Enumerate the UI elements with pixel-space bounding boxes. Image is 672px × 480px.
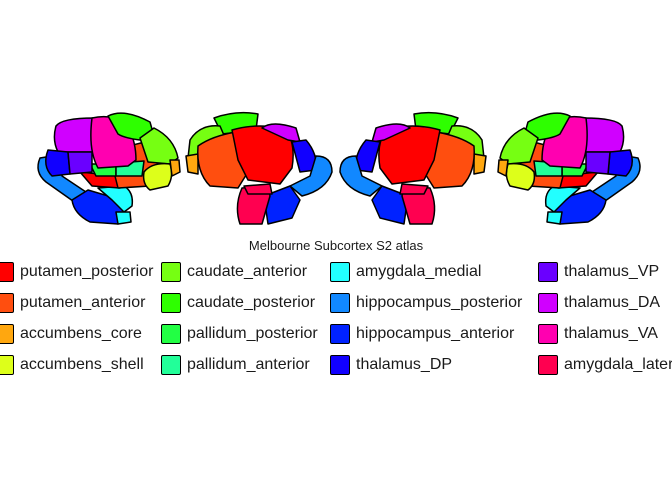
legend-label: pallidum_anterior [187, 356, 310, 373]
legend-swatch [330, 262, 350, 282]
view-left-medial [185, 111, 333, 225]
legend-swatch [161, 355, 181, 375]
legend-item-thalamus-VP: thalamus_VP [538, 260, 659, 284]
left-lateral-thalamus-DP-region [45, 149, 71, 177]
right-medial-amygdala-lateral-region [401, 185, 436, 225]
legend-item-accumbens-shell: accumbens_shell [0, 353, 144, 377]
legend-item-hippocampus-anterior: hippocampus_anterior [330, 322, 514, 346]
right-medial-accumbens-core-region [473, 153, 487, 175]
legend-label: thalamus_VP [564, 263, 660, 280]
left-medial-hippocampus-posterior-region [289, 155, 333, 197]
legend-swatch [0, 293, 14, 313]
right-lateral-accumbens-shell-region [505, 162, 536, 191]
legend-label: thalamus_DA [564, 294, 661, 311]
legend-item-thalamus-DP: thalamus_DP [330, 353, 452, 377]
left-lateral-accumbens-core-region [169, 159, 181, 177]
left-medial-amygdala-lateral-region [243, 183, 273, 195]
view-right-lateral [497, 112, 641, 225]
view-right-medial [339, 111, 487, 225]
legend-label: putamen_anterior [20, 294, 146, 311]
right-lateral-thalamus-VP-region [585, 151, 611, 175]
legend-item-pallidum-anterior: pallidum_anterior [161, 353, 310, 377]
legend-swatch [330, 324, 350, 344]
legend-swatch [161, 262, 181, 282]
legend-swatch [538, 324, 558, 344]
legend-item-amygdala-lateral: amygdala_lateral [538, 353, 672, 377]
legend-item-putamen-posterior: putamen_posterior [0, 260, 153, 284]
right-lateral-accumbens-core-region [497, 159, 509, 177]
right-medial-thalamus-DA-region [371, 123, 411, 143]
left-medial-amygdala-lateral-region [236, 185, 271, 225]
legend-item-hippocampus-posterior: hippocampus_posterior [330, 291, 522, 315]
legend-label: accumbens_shell [20, 356, 144, 373]
legend-swatch [161, 293, 181, 313]
legend-swatch [0, 324, 14, 344]
right-lateral-amygdala-medial-region [546, 211, 563, 225]
legend-swatch [0, 355, 14, 375]
legend-item-caudate-posterior: caudate_posterior [161, 291, 315, 315]
left-lateral-accumbens-shell-region [142, 162, 173, 191]
legend-swatch [538, 293, 558, 313]
right-medial-amygdala-lateral-region [399, 183, 429, 195]
legend-label: amygdala_lateral [564, 356, 672, 373]
legend-swatch [330, 293, 350, 313]
right-medial-hippocampus-anterior-region [371, 185, 409, 225]
legend-item-thalamus-DA: thalamus_DA [538, 291, 660, 315]
legend-item-accumbens-core: accumbens_core [0, 322, 142, 346]
legend-item-amygdala-medial: amygdala_medial [330, 260, 481, 284]
left-medial-hippocampus-anterior-region [263, 185, 301, 225]
plot-title: Melbourne Subcortex S2 atlas [248, 238, 424, 253]
legend-swatch [0, 262, 14, 282]
legend-label: thalamus_DP [356, 356, 453, 373]
legend-swatch [538, 262, 558, 282]
left-medial-thalamus-DA-region [261, 123, 301, 143]
legend-swatch [330, 355, 350, 375]
legend-item-caudate-anterior: caudate_anterior [161, 260, 307, 284]
legend-label: pallidum_posterior [187, 325, 318, 342]
legend-label: amygdala_medial [356, 263, 482, 280]
legend-label: accumbens_core [20, 325, 142, 342]
left-lateral-amygdala-medial-region [115, 211, 132, 225]
left-lateral-thalamus-VP-region [67, 151, 93, 175]
legend-label: caudate_posterior [187, 294, 316, 311]
right-medial-hippocampus-posterior-region [339, 155, 383, 197]
left-medial-accumbens-core-region [185, 153, 199, 175]
legend-label: caudate_anterior [187, 263, 308, 280]
brain-atlas-plot [37, 111, 641, 225]
legend-label: hippocampus_posterior [356, 294, 523, 311]
legend-swatch [538, 355, 558, 375]
legend-item-putamen-anterior: putamen_anterior [0, 291, 145, 315]
legend-item-pallidum-posterior: pallidum_posterior [161, 322, 318, 346]
legend-swatch [161, 324, 181, 344]
left-lateral-thalamus-DA-region [53, 117, 97, 153]
legend-label: hippocampus_anterior [356, 325, 515, 342]
right-lateral-thalamus-DP-region [607, 149, 633, 177]
legend-label: thalamus_VA [564, 325, 658, 342]
view-left-lateral [37, 112, 181, 225]
legend-label: putamen_posterior [20, 263, 154, 280]
legend-item-thalamus-VA: thalamus_VA [538, 322, 658, 346]
right-lateral-thalamus-DA-region [581, 117, 625, 153]
